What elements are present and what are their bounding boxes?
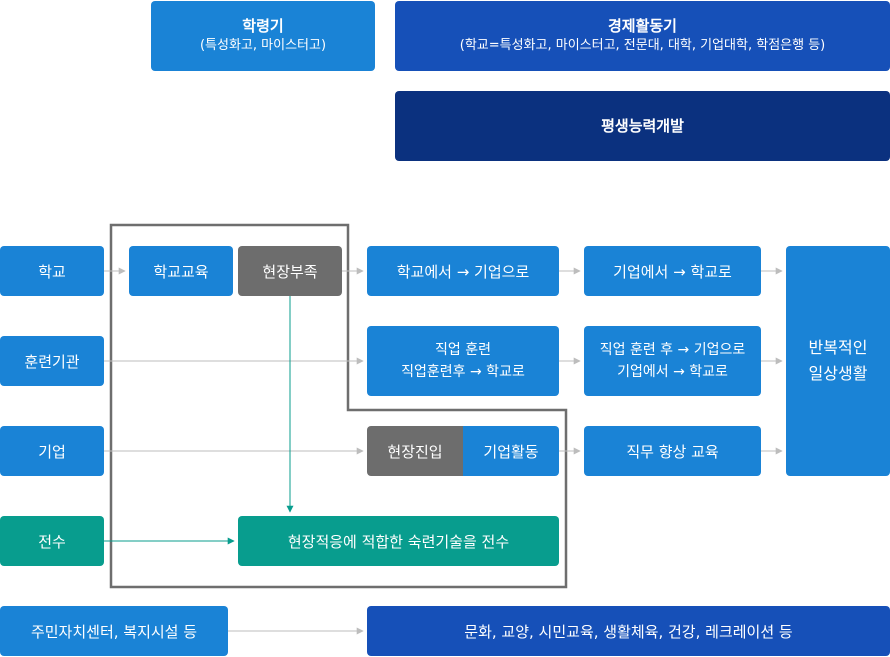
after-training-line1: 직업 훈련 후 → 기업으로 <box>599 342 746 358</box>
field-frame-outline <box>109 223 568 589</box>
skill-transfer-box: 현장적응에 적합한 숙련기술을 전수 <box>238 516 559 566</box>
company-activity-label: 기업활동 <box>483 442 539 461</box>
company-to-school-label: 기업에서 → 학교로 <box>613 262 732 281</box>
school-period-title: 학령기 <box>242 17 284 35</box>
lifelong-box: 평생능력개발 <box>395 91 890 161</box>
company-activity-box: 기업활동 <box>463 426 559 476</box>
repeat-daily-line1: 반복적인 <box>808 338 868 357</box>
row-transfer-label: 전수 <box>38 532 66 551</box>
repeat-daily-line2: 일상생활 <box>808 364 868 383</box>
field-lack-label: 현장부족 <box>262 262 318 281</box>
economic-period-sub: (학교=특성화고, 마이스터고, 전문대, 대학, 기업대학, 학점은행 등) <box>459 38 826 53</box>
school-edu-box: 학교교육 <box>129 246 233 296</box>
repeat-daily-box: 반복적인 일상생활 <box>786 246 890 476</box>
vocational-line2: 직업훈련후 → 학교로 <box>401 364 525 380</box>
economic-period-box: 경제활동기 (학교=특성화고, 마이스터고, 전문대, 대학, 기업대학, 학점… <box>395 1 890 71</box>
row-company: 기업 <box>0 426 104 476</box>
row-training-label: 훈련기관 <box>24 352 80 371</box>
job-upgrade-label: 직무 향상 교육 <box>626 442 719 461</box>
economic-period-title: 경제활동기 <box>607 17 677 35</box>
culture-box: 문화, 교양, 시민교육, 생활체육, 건강, 레크레이션 등 <box>367 606 890 656</box>
school-period-sub: (특성화고, 마이스터고) <box>199 38 327 53</box>
culture-label: 문화, 교양, 시민교육, 생활체육, 건강, 레크레이션 등 <box>464 622 793 641</box>
field-entry-label: 현장진입 <box>387 442 443 461</box>
skill-transfer-label: 현장적응에 적합한 숙련기술을 전수 <box>287 532 510 551</box>
school-edu-label: 학교교육 <box>153 262 209 281</box>
vocational-line1: 직업 훈련 <box>435 342 491 358</box>
school-period-box: 학령기 (특성화고, 마이스터고) <box>151 1 375 71</box>
row-training: 훈련기관 <box>0 336 104 386</box>
school-to-company-box: 학교에서 → 기업으로 <box>367 246 559 296</box>
row-community-label: 주민자치센터, 복지시설 등 <box>30 622 198 641</box>
lifelong-label: 평생능력개발 <box>601 117 684 135</box>
field-entry-box: 현장진입 <box>367 426 463 476</box>
row-school-label: 학교 <box>38 262 66 281</box>
after-training-box: 직업 훈련 후 → 기업으로 기업에서 → 학교로 <box>584 326 761 396</box>
company-to-school-box: 기업에서 → 학교로 <box>584 246 761 296</box>
row-company-label: 기업 <box>38 442 66 461</box>
job-upgrade-box: 직무 향상 교육 <box>584 426 761 476</box>
row-community: 주민자치센터, 복지시설 등 <box>0 606 228 656</box>
after-training-line2: 기업에서 → 학교로 <box>617 364 728 380</box>
vocational-box: 직업 훈련 직업훈련후 → 학교로 <box>367 326 559 396</box>
row-transfer: 전수 <box>0 516 104 566</box>
field-lack-box: 현장부족 <box>238 246 342 296</box>
school-to-company-label: 학교에서 → 기업으로 <box>396 262 530 281</box>
row-school: 학교 <box>0 246 104 296</box>
